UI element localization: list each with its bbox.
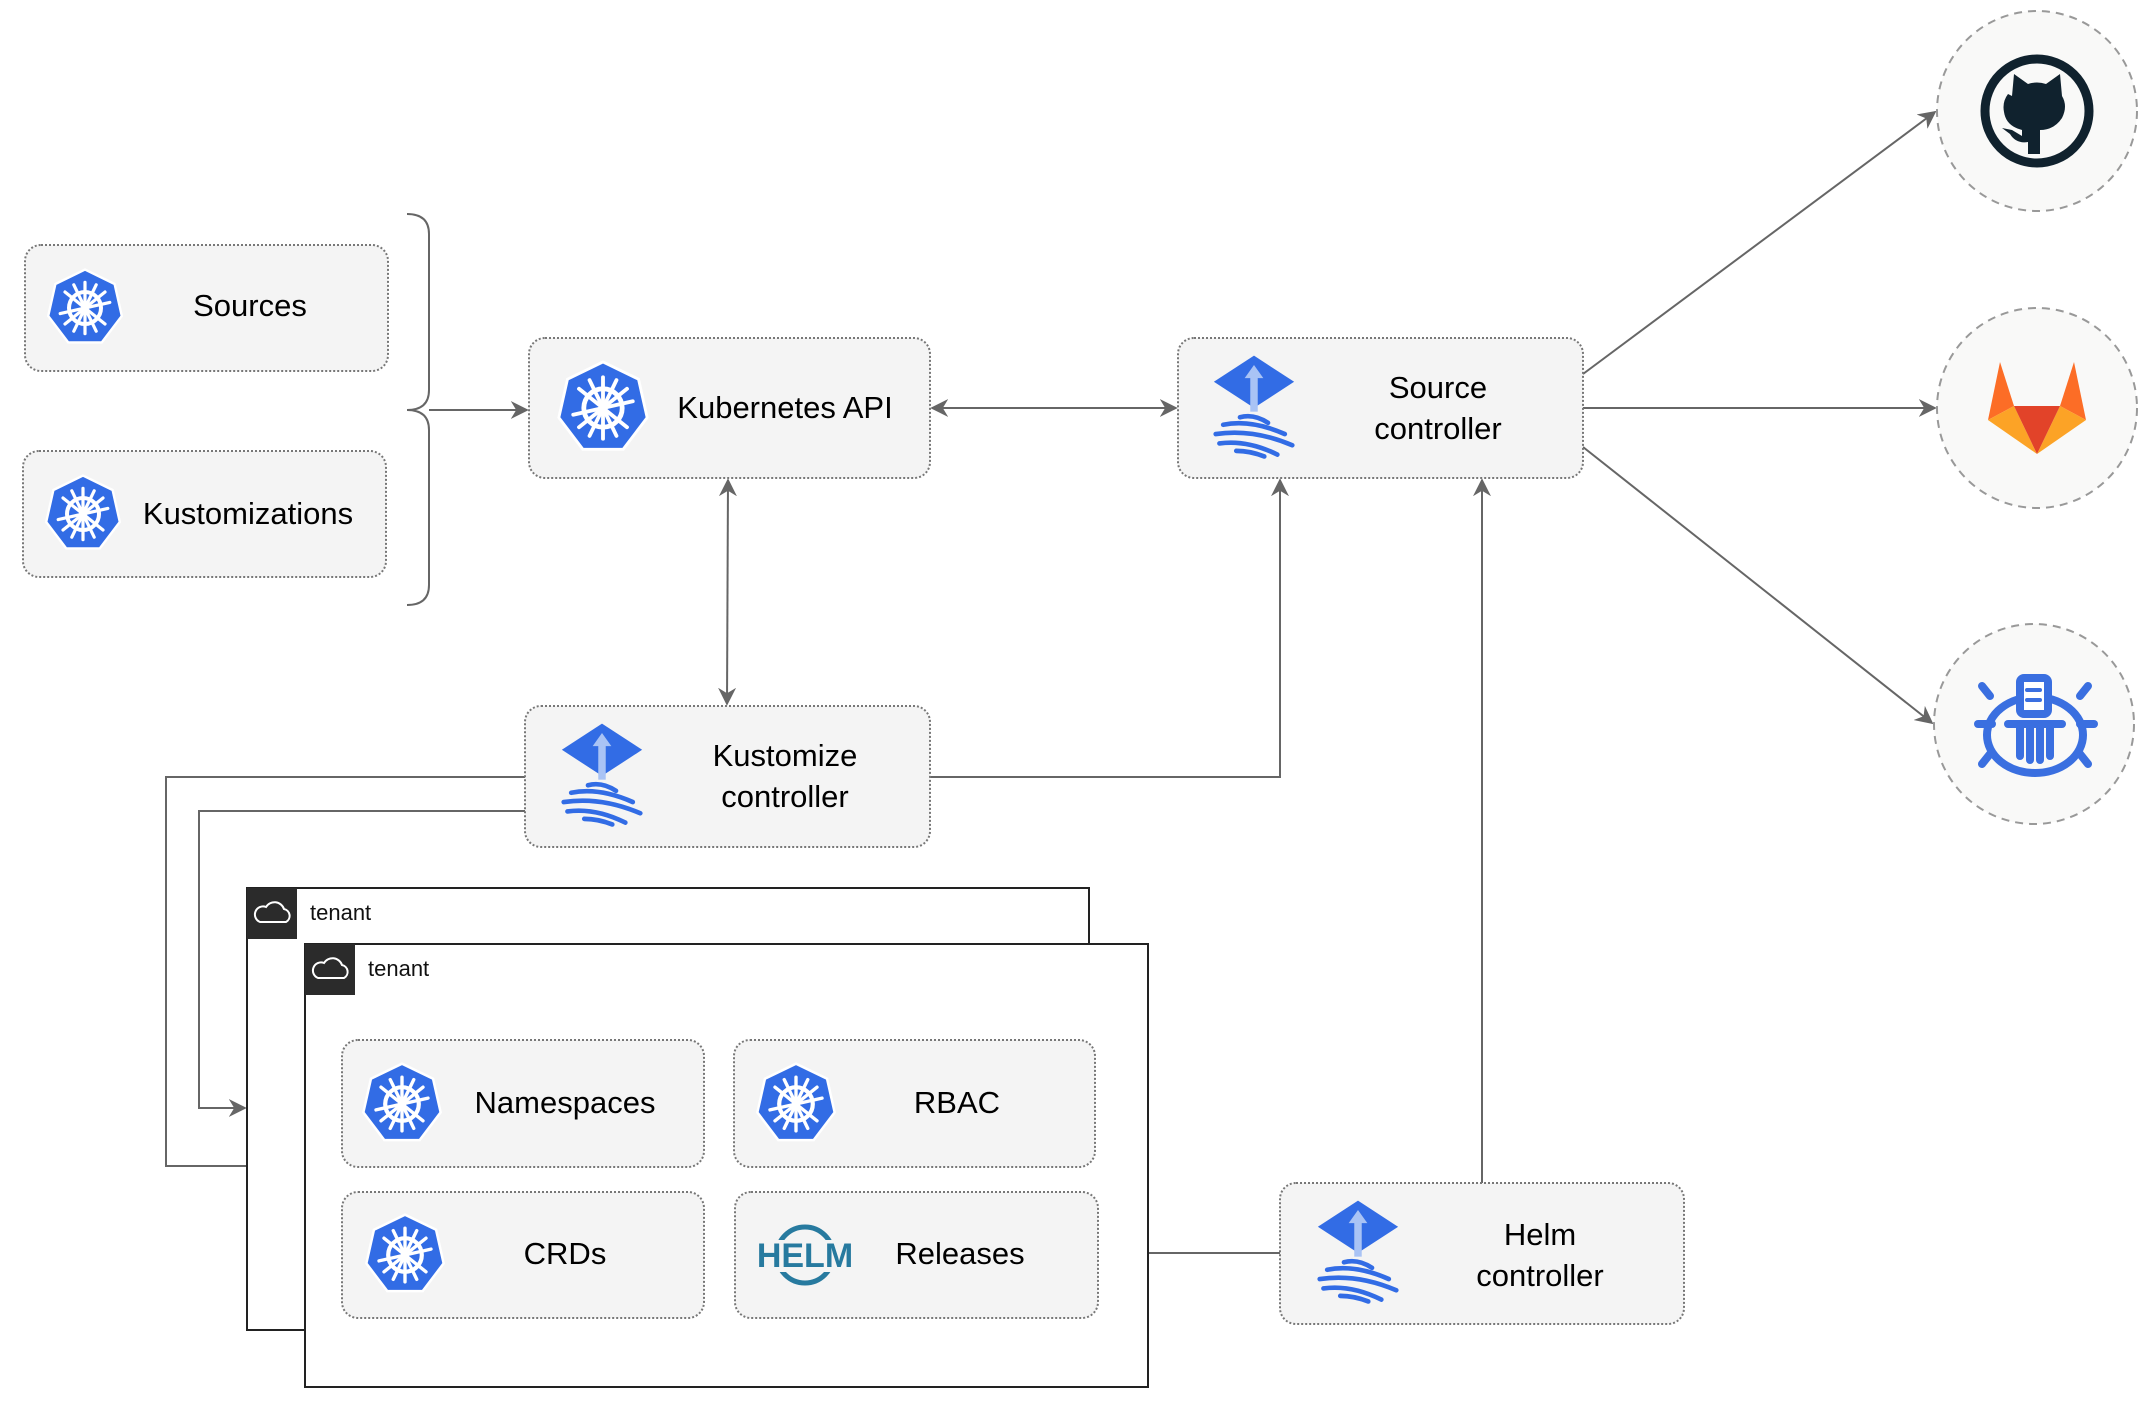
rbac-label: RBAC <box>914 1085 1000 1120</box>
edge-kustomize-to-source <box>930 478 1289 778</box>
bucket-icon <box>1974 674 2098 777</box>
kubernetes-api-label: Kubernetes API <box>677 390 892 425</box>
edges <box>165 110 1937 1262</box>
node-kubernetes-api[interactable]: Kubernetes API <box>528 337 931 479</box>
cloud-icon <box>253 901 291 923</box>
github-icon <box>1980 54 2094 168</box>
helm-controller-label-1: Helm <box>1504 1217 1576 1252</box>
node-helm-controller[interactable]: Helm controller <box>1279 1182 1685 1325</box>
node-namespaces[interactable]: Namespaces <box>341 1039 705 1168</box>
bucket-node[interactable] <box>1933 623 2135 825</box>
node-releases[interactable]: HELM Releases <box>734 1191 1099 1319</box>
tenant-label: tenant <box>368 956 429 981</box>
helm-controller-label-2: controller <box>1476 1258 1604 1293</box>
source-controller-label-1: Source <box>1389 370 1487 405</box>
kustomize-controller-label-1: Kustomize <box>713 738 858 773</box>
source-controller-label-2: controller <box>1374 411 1502 446</box>
node-source-controller[interactable]: Source controller <box>1177 337 1584 479</box>
kustomize-controller-label-2: controller <box>721 779 849 814</box>
cloud-icon <box>311 957 349 979</box>
edge-kubernetes-api-kustomize-controller <box>718 478 737 706</box>
edge-kustomize-to-tenant-front <box>165 776 525 1175</box>
node-sources[interactable]: Sources <box>24 244 389 372</box>
helm-icon: HELM <box>756 1224 854 1286</box>
namespaces-label: Namespaces <box>475 1085 656 1120</box>
gitlab-icon <box>1988 362 2086 454</box>
edge-kustomize-to-tenant-back <box>198 810 525 1117</box>
edge-source-to-github <box>1582 110 1937 375</box>
node-rbac[interactable]: RBAC <box>733 1039 1096 1168</box>
brace <box>406 213 430 606</box>
tenant-label: tenant <box>310 900 371 925</box>
crds-label: CRDs <box>524 1236 607 1271</box>
kustomizations-label: Kustomizations <box>143 496 353 531</box>
gitlab-node[interactable] <box>1936 307 2138 509</box>
github-node[interactable] <box>1936 10 2138 212</box>
edge-source-to-bucket <box>1582 446 1934 725</box>
node-kustomizations[interactable]: Kustomizations <box>22 450 387 578</box>
tenant-front[interactable]: tenant Namespaces RBAC CRDs HELM Release… <box>304 943 1149 1388</box>
node-kustomize-controller[interactable]: Kustomize controller <box>524 705 931 848</box>
helm-logo-text: HELM <box>757 1237 853 1275</box>
node-crds[interactable]: CRDs <box>341 1191 705 1319</box>
sources-label: Sources <box>193 288 307 323</box>
releases-label: Releases <box>895 1236 1024 1271</box>
